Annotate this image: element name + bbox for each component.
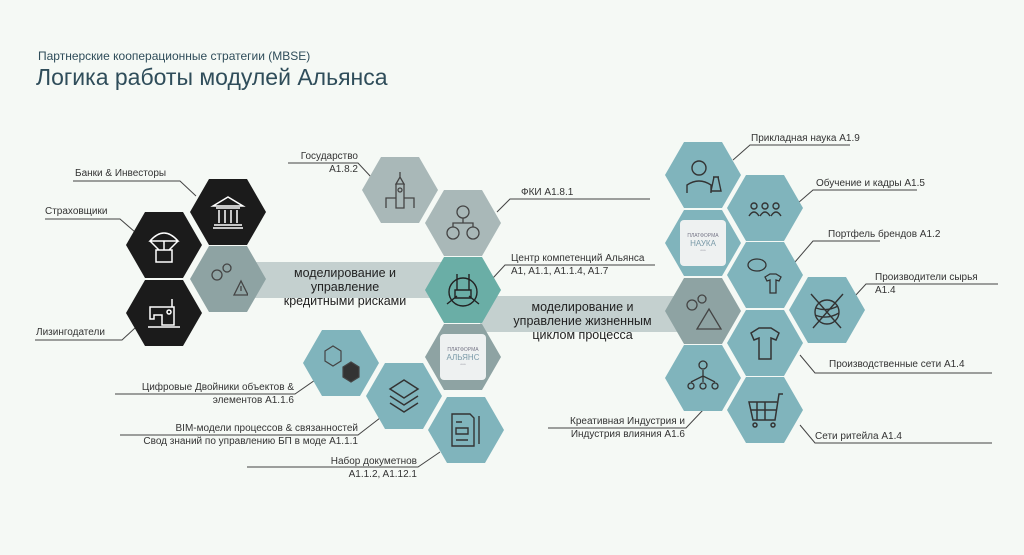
label-line: A1.4 bbox=[875, 285, 896, 296]
label-banks: Банки & Инвесторы bbox=[75, 168, 167, 179]
shopping-cart-icon bbox=[748, 393, 783, 428]
platform-label: ПЛАТФОРМА bbox=[447, 346, 479, 353]
label-line: A1.8.2 bbox=[329, 164, 358, 175]
parachute-icon bbox=[148, 232, 180, 263]
label-line: Креативная Индустрия и bbox=[570, 416, 685, 427]
tshirt-icon bbox=[750, 327, 780, 360]
label-insurers: Страховщики bbox=[45, 206, 108, 217]
label-line: Свод знаний по управлению БП в моде A1.1… bbox=[143, 436, 358, 447]
label-line: Индустрия влияния A1.6 bbox=[570, 429, 685, 440]
label-brands: Портфель брендов A1.2 bbox=[828, 229, 941, 240]
label-line: Центр компетенций Альянса bbox=[511, 253, 645, 264]
platform-label: ПЛАТФОРМА bbox=[687, 232, 719, 239]
label-retail: Сети ритейла A1.4 bbox=[815, 431, 902, 442]
cube-icon bbox=[324, 345, 360, 383]
label-line: A1, A1.1, A1.1.4, A1.7 bbox=[511, 266, 609, 277]
hex-retail[interactable] bbox=[727, 377, 803, 443]
circuit-icon: ▫▫▫ bbox=[460, 361, 466, 368]
gears-warning-icon bbox=[686, 294, 723, 330]
tshirt-idea-icon bbox=[747, 258, 782, 294]
subtitle: Партнерские кооперационные стратегии (MB… bbox=[38, 49, 311, 63]
platform-name: НАУКА bbox=[690, 238, 716, 248]
hex-brand-portfolio[interactable] bbox=[727, 242, 803, 308]
hands-together-icon bbox=[446, 274, 480, 307]
label-line: A1.1.2, A1.12.1 bbox=[348, 469, 417, 480]
yarn-ball-icon bbox=[810, 293, 844, 329]
label-training: Обучение и кадры A1.5 bbox=[816, 178, 925, 189]
label-line: BIM-модели процессов & связанностей bbox=[175, 423, 359, 434]
gears-warning-icon bbox=[211, 263, 248, 296]
hex-lifecycle-modeling[interactable] bbox=[665, 278, 741, 344]
layers-icon bbox=[388, 379, 420, 413]
label-applied-science: Прикладная наука A1.9 bbox=[751, 133, 860, 144]
org-structure-icon bbox=[446, 205, 480, 240]
label-lessors: Лизингодатели bbox=[36, 327, 105, 338]
hex-insurers[interactable] bbox=[126, 212, 202, 278]
band-label: моделирование и управление жизненным цик… bbox=[513, 300, 652, 342]
hex-lessors[interactable] bbox=[126, 280, 202, 346]
label-digital-twins: Цифровые Двойники объектов & элементов A1… bbox=[95, 381, 294, 407]
hex-applied-science[interactable] bbox=[665, 142, 741, 208]
scientist-icon bbox=[686, 160, 722, 193]
band-credit-risk: моделирование и управление кредитными ри… bbox=[250, 262, 450, 308]
hex-creative-industry[interactable] bbox=[665, 345, 741, 411]
label-line: Набор докуметнов bbox=[330, 456, 417, 467]
label-line: Цифровые Двойники объектов & bbox=[141, 382, 294, 393]
band-label: моделирование и управление кредитными ри… bbox=[283, 266, 407, 308]
kremlin-tower-icon bbox=[385, 172, 415, 209]
label-line: Государство bbox=[300, 151, 358, 162]
hex-risk-modeling[interactable] bbox=[190, 246, 266, 312]
idea-team-icon bbox=[687, 360, 719, 390]
platform-name: АЛЬЯНС bbox=[446, 352, 480, 362]
hex-banks[interactable] bbox=[190, 179, 266, 245]
circuit-icon: ▫▫▫ bbox=[700, 247, 706, 254]
label-line: элементов A1.1.6 bbox=[212, 395, 294, 406]
hex-production-networks[interactable] bbox=[727, 310, 803, 376]
bank-icon bbox=[210, 196, 246, 229]
band-lifecycle: моделирование и управление жизненным цик… bbox=[480, 296, 695, 342]
label-line: Производители сырья bbox=[875, 272, 978, 283]
label-fki: ФКИ A1.8.1 bbox=[521, 187, 574, 198]
page-title: Логика работы модулей Альянса bbox=[36, 64, 388, 90]
people-group-icon bbox=[748, 202, 782, 217]
document-pen-icon bbox=[451, 413, 480, 447]
label-production: Производственные сети A1.4 bbox=[829, 359, 965, 370]
sewing-machine-icon bbox=[148, 299, 180, 328]
hex-training[interactable] bbox=[727, 175, 803, 241]
hex-raw-producers[interactable] bbox=[789, 277, 865, 343]
label-creative: Креативная Индустрия и Индустрия влияния … bbox=[530, 415, 685, 441]
